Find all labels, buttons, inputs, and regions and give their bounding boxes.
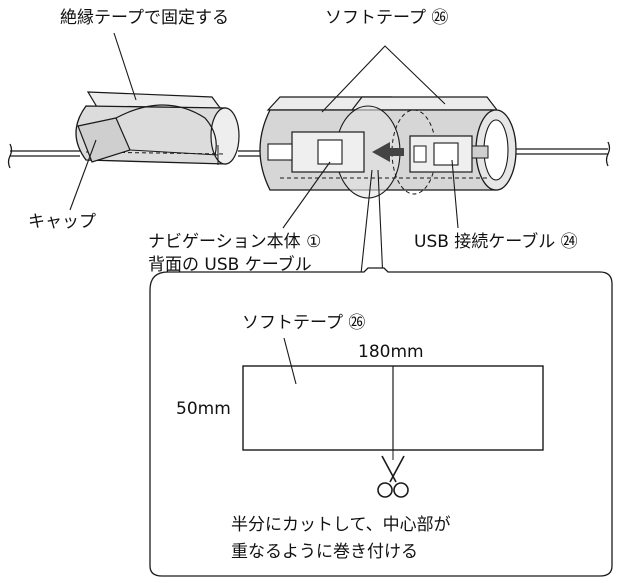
left-arrow-icon [372, 142, 404, 162]
nav-body-label-line2: 背面の USB ケーブル [148, 255, 312, 275]
width-dimension: 180mm [358, 342, 424, 362]
detail-soft-tape-label: ソフトテープ ㉖ [242, 313, 366, 333]
cap-label: キャップ [28, 212, 96, 232]
instruction-line2: 重なるように巻き付ける [231, 542, 418, 562]
soft-tape-sheet [242, 337, 544, 460]
connector-tube [259, 105, 517, 199]
soft-tape-label: ソフトテープ ㉖ [325, 8, 449, 28]
instruction-line1: 半分にカットして、中心部が [231, 515, 451, 535]
insulation-tape-label: 絶縁テープで固定する [60, 8, 229, 28]
nav-body-label-line1: ナビゲーション本体 ① [148, 232, 322, 252]
cable-left [7, 143, 80, 169]
cap-tube [75, 104, 240, 165]
usb-cable-label: USB 接続ケーブル ㉔ [414, 232, 578, 252]
cable-right [516, 141, 611, 167]
height-dimension: 50mm [176, 399, 231, 419]
cable-middle [238, 150, 262, 157]
scissors-icon [377, 455, 409, 498]
